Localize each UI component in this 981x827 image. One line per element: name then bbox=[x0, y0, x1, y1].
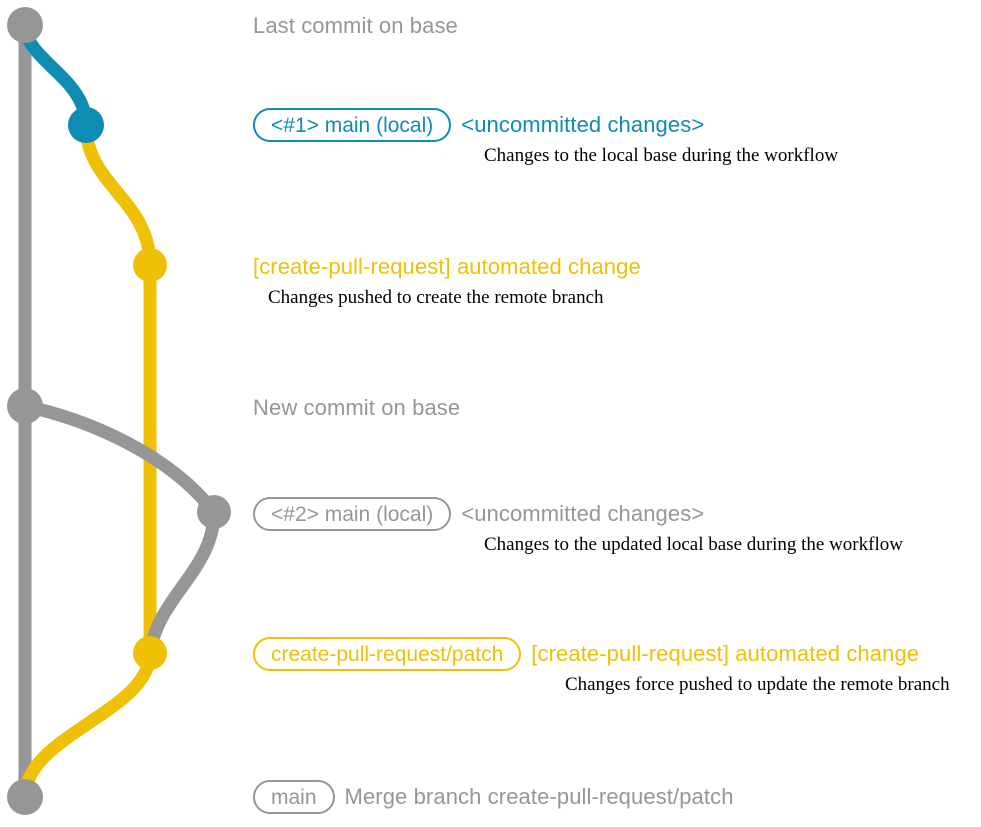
commit-subject: [create-pull-request] automated change bbox=[531, 641, 920, 666]
commit-subject: Merge branch create-pull-request/patch bbox=[344, 784, 734, 809]
commit-row-merge-commit: main Merge branch create-pull-request/pa… bbox=[0, 777, 981, 817]
commit-description: Changes to the updated local base during… bbox=[484, 534, 903, 555]
commit-row-line: create-pull-request/patch [create-pull-r… bbox=[0, 634, 981, 674]
node-local-2[interactable] bbox=[197, 495, 231, 529]
commit-row-new-commit-on-base: New commit on base bbox=[0, 388, 981, 428]
commit-row-line: main Merge branch create-pull-request/pa… bbox=[0, 777, 981, 817]
commit-row-line: <#2> main (local) <uncommitted changes> bbox=[0, 494, 981, 534]
node-local-1[interactable] bbox=[68, 107, 104, 143]
commit-description: Changes pushed to create the remote bran… bbox=[268, 287, 604, 308]
ref-badge-main-local-2[interactable]: <#2> main (local) bbox=[253, 497, 452, 531]
ref-badge-main[interactable]: main bbox=[253, 780, 335, 814]
commit-row-automated-change-1: [create-pull-request] automated change C… bbox=[0, 247, 981, 309]
edge-base-new-to-local-2 bbox=[18, 399, 221, 519]
ref-badge-main-local-1[interactable]: <#1> main (local) bbox=[253, 108, 452, 142]
commit-row-automated-change-2: create-pull-request/patch [create-pull-r… bbox=[0, 634, 981, 696]
edge-local-1-to-remote-1 bbox=[79, 118, 157, 272]
commit-row-line: [create-pull-request] automated change bbox=[0, 247, 981, 287]
commit-row-last-commit-on-base: Last commit on base bbox=[0, 6, 981, 46]
commit-row-line: Last commit on base bbox=[0, 6, 981, 46]
commit-row-line: New commit on base bbox=[0, 388, 981, 428]
commit-subject: <uncommitted changes> bbox=[461, 112, 705, 137]
commit-description: Changes to the local base during the wor… bbox=[484, 145, 839, 166]
commit-description-wrap: Changes to the updated local base during… bbox=[0, 534, 981, 556]
commit-title: Last commit on base bbox=[253, 13, 458, 38]
commit-title: New commit on base bbox=[253, 395, 461, 420]
edge-local-2-to-remote-2 bbox=[143, 505, 221, 660]
commit-description-wrap: Changes pushed to create the remote bran… bbox=[0, 287, 981, 309]
node-remote-2[interactable] bbox=[133, 636, 167, 670]
commit-description-wrap: Changes force pushed to update the remot… bbox=[0, 674, 981, 696]
commit-subject: [create-pull-request] automated change bbox=[253, 254, 641, 279]
commit-description-wrap: Changes to the local base during the wor… bbox=[0, 145, 981, 167]
commit-row-local-change-2: <#2> main (local) <uncommitted changes> … bbox=[0, 494, 981, 556]
commit-subject: <uncommitted changes> bbox=[461, 501, 705, 526]
ref-badge-create-pull-request-patch[interactable]: create-pull-request/patch bbox=[253, 637, 522, 671]
edge-remote-2-to-merge bbox=[18, 646, 157, 804]
node-remote-1[interactable] bbox=[133, 248, 167, 282]
node-merge[interactable] bbox=[7, 779, 43, 815]
commit-row-line: <#1> main (local) <uncommitted changes> bbox=[0, 105, 981, 145]
node-base-new[interactable] bbox=[7, 388, 43, 424]
node-base-head[interactable] bbox=[7, 7, 43, 43]
commit-description: Changes force pushed to update the remot… bbox=[565, 674, 950, 695]
commit-row-local-change-1: <#1> main (local) <uncommitted changes> … bbox=[0, 105, 981, 167]
